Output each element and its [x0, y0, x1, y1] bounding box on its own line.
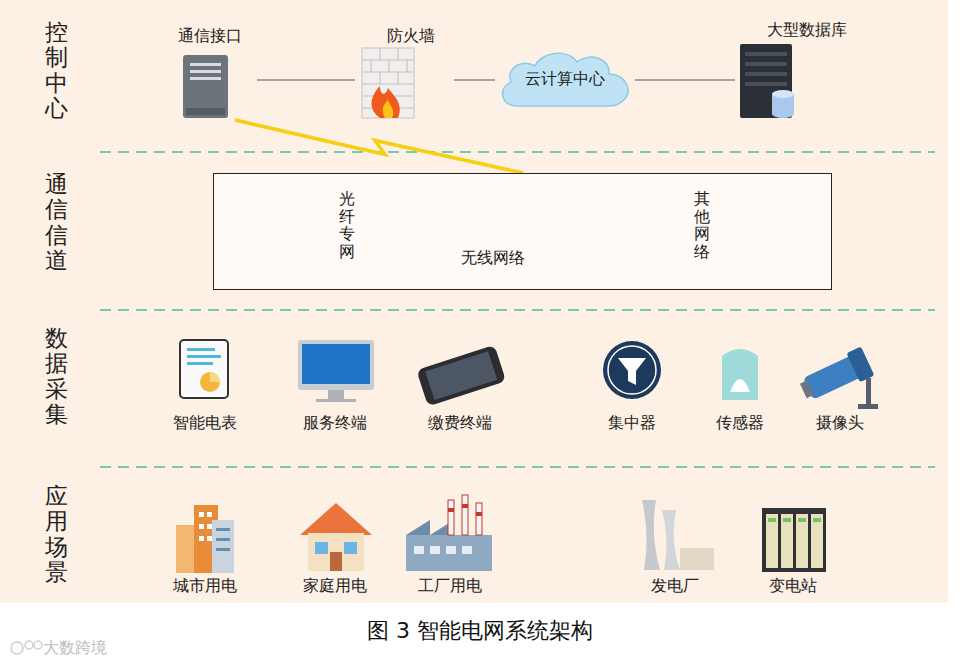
node-label: 防火墙 [387, 26, 454, 47]
device-label: 摄像头 [816, 413, 864, 434]
node-label: 大型数据库 [767, 20, 874, 41]
figure-caption: 图 3 智能电网系统架构 [367, 616, 593, 646]
connector-line [635, 79, 735, 80]
node-label: 无线网络 [461, 248, 525, 269]
device-label: 集中器 [608, 413, 656, 434]
node-label: 其他网络 [694, 190, 710, 260]
device-label: 智能电表 [173, 413, 237, 434]
node-label: 云计算中心 [525, 69, 605, 90]
scene-label: 工厂用电 [418, 576, 482, 597]
node-label: 通信接口 [163, 26, 257, 47]
database-node: 大型数据库 [735, 20, 874, 120]
layer-title: 控制中心 [45, 20, 68, 121]
scene-label: 变电站 [769, 576, 817, 597]
scene-label: 家庭用电 [303, 576, 367, 597]
scene-label: 城市用电 [173, 576, 237, 597]
firewall-node: 防火墙 [355, 26, 454, 120]
watermark: 大数跨境 [43, 638, 107, 659]
device-label: 缴费终端 [428, 413, 492, 434]
scene-label: 发电厂 [651, 576, 699, 597]
cloud-node: 云计算中心 [495, 48, 635, 110]
layer-title: 数据采集 [45, 326, 68, 427]
layer-title: 应用场景 [45, 484, 68, 585]
interface-node: 通信接口 [163, 26, 257, 120]
connector-line [257, 79, 355, 80]
connector-line [454, 79, 495, 80]
layer-title: 通信信道 [45, 172, 68, 273]
device-label: 服务终端 [303, 413, 367, 434]
cloud-outline [502, 53, 628, 106]
node-label: 光纤专网 [339, 190, 355, 260]
channel-box: 光纤专网无线网络 其他网络 [213, 173, 832, 290]
device-label: 传感器 [716, 413, 764, 434]
lightning-link [235, 120, 523, 173]
